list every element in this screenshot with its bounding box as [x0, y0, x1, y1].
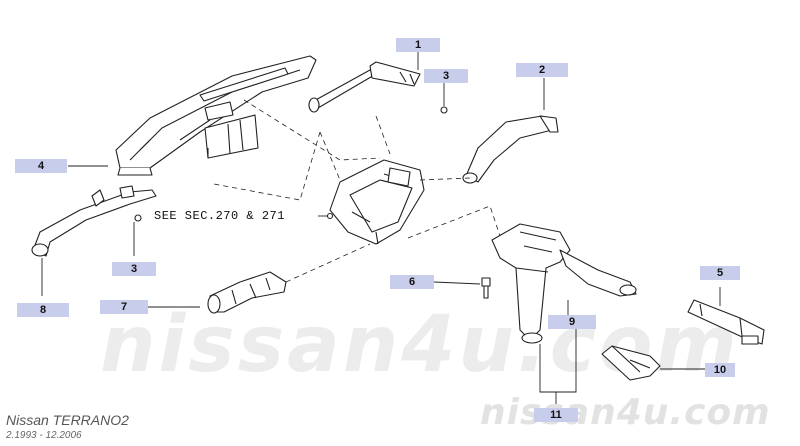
- part-6-screw: [481, 277, 491, 299]
- callout-6: 6: [390, 275, 434, 289]
- callout-10: 10: [705, 363, 735, 377]
- callout-8: 8: [17, 303, 69, 317]
- part-7-hose: [207, 271, 287, 314]
- callout-4: 4: [15, 159, 67, 173]
- callout-2: 2: [516, 63, 568, 77]
- part-center-unit: [329, 159, 425, 245]
- callout-9: 9: [548, 315, 596, 329]
- reference-note: SEE SEC.270 & 271: [154, 209, 285, 223]
- model-years: 2.1993 - 12.2006: [6, 430, 82, 441]
- part-9-lower-duct: [491, 223, 637, 344]
- part-5-duct: [687, 299, 765, 345]
- callout-1: 1: [396, 38, 440, 52]
- model-title: Nissan TERRANO2: [6, 412, 129, 428]
- callout-7: 7: [100, 300, 148, 314]
- callout-3-upper: 3: [424, 69, 468, 83]
- part-4-center-duct: [115, 55, 317, 176]
- part-10-duct: [601, 345, 661, 381]
- part-8-left-duct: [31, 185, 157, 257]
- callout-11: 11: [534, 408, 578, 422]
- part-1-hose: [308, 61, 421, 113]
- watermark-small: nissan4u.com: [480, 392, 771, 433]
- duct-box: [204, 114, 259, 159]
- callout-5: 5: [700, 266, 740, 280]
- callout-3-lower: 3: [112, 262, 156, 276]
- part-2-duct: [462, 115, 559, 184]
